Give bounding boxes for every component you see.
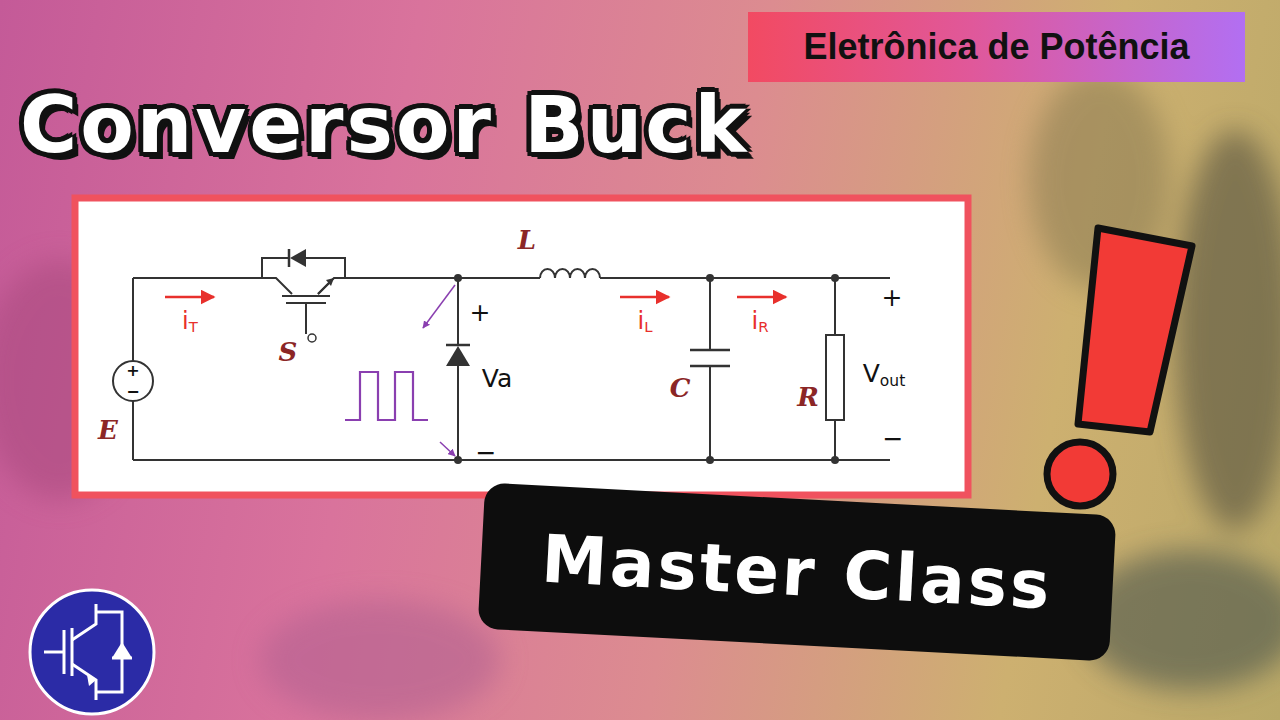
voltage-label: Vout	[863, 361, 906, 389]
component-name: L	[518, 227, 536, 253]
node-text: Master Class	[540, 520, 1055, 624]
current-label: iL	[638, 309, 653, 336]
circuit-wires	[133, 258, 890, 460]
badge-box: Master Class	[478, 483, 1117, 662]
pwm-pointer	[423, 285, 455, 328]
circuit-panel	[75, 198, 968, 495]
capacitor-symbol	[690, 350, 730, 366]
channel-logo	[30, 590, 154, 714]
title-text: Conversor Buck	[20, 80, 749, 170]
inductor-symbol	[540, 269, 600, 278]
freewheel-diode-symbol	[446, 345, 470, 366]
antiparallel-diode-symbol	[289, 249, 306, 267]
current-label: iR	[751, 309, 768, 336]
component-name: E	[98, 417, 118, 443]
component-name: R	[797, 384, 819, 410]
blurred-components	[0, 70, 1280, 720]
polarity-sign: −	[126, 384, 139, 400]
polarity-sign: −	[883, 426, 904, 451]
polarity-sign: −	[476, 440, 497, 465]
gate-terminal	[308, 334, 316, 342]
voltage-label: Va	[482, 366, 512, 391]
polarity-sign: +	[882, 285, 903, 310]
channel-band: Eletrônica de Potência	[748, 12, 1245, 82]
polarity-sign: +	[126, 363, 139, 379]
polarity-sign: +	[470, 300, 491, 325]
igbt-arrowhead	[326, 278, 334, 286]
resistor-symbol	[826, 335, 844, 420]
node-text: Eletrônica de Potência	[803, 26, 1189, 68]
junction-dots	[454, 274, 839, 464]
exclamation-mark	[1047, 228, 1192, 506]
component-name: S	[279, 339, 298, 365]
pwm-waveform	[345, 372, 428, 420]
current-arrows	[165, 296, 786, 299]
pwm-pointer	[440, 442, 455, 456]
component-name: C	[670, 375, 691, 401]
voltage-source-symbol	[113, 361, 153, 401]
current-label: iT	[182, 309, 198, 336]
